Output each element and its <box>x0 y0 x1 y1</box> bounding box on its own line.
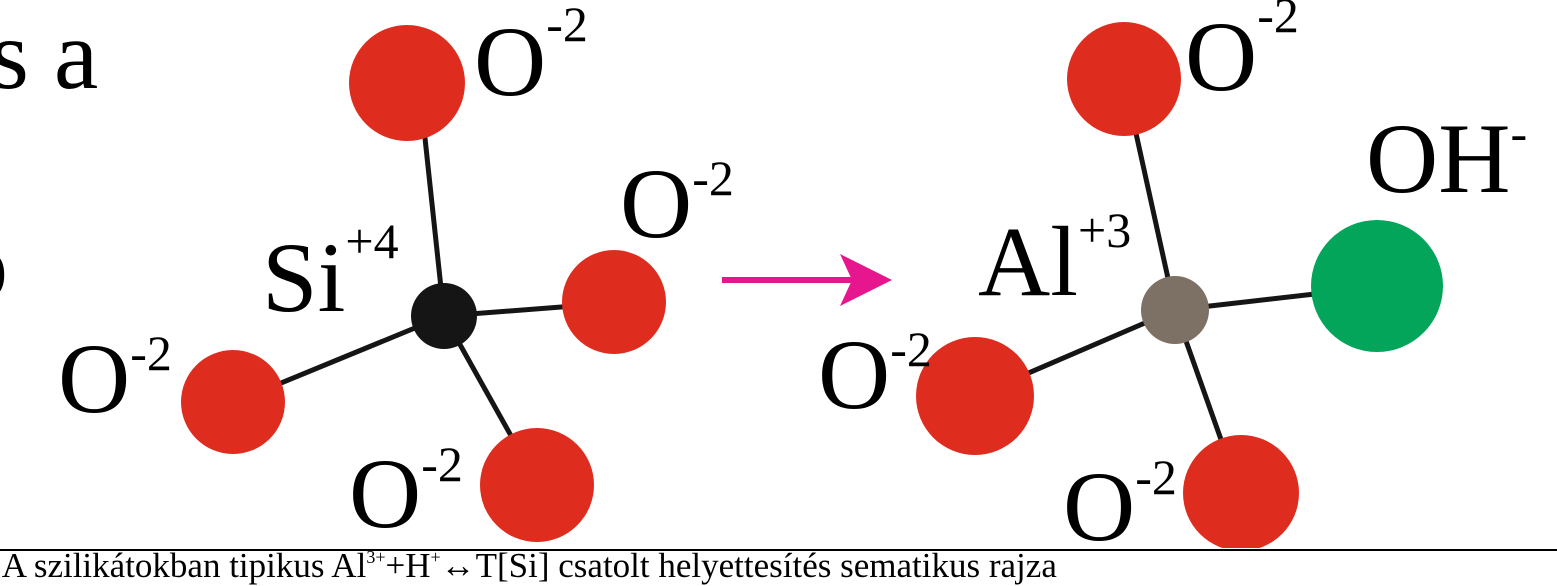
reaction-arrow <box>722 254 892 306</box>
oxygen-label-bottom: O-2 <box>1063 449 1177 548</box>
oxygen-atom-left <box>916 337 1034 455</box>
aluminium-label: Al+3 <box>978 202 1131 317</box>
caption-mid: +H <box>385 546 431 585</box>
oxygen-atom-top <box>1067 22 1181 136</box>
left-text-fragment-top: s a <box>0 0 98 110</box>
silicon-label: Si+4 <box>262 213 399 333</box>
oxygen-label-right: O-2 <box>620 148 734 259</box>
oxygen-atom-bottom <box>1183 435 1299 548</box>
silicon-atom <box>411 283 477 349</box>
oxygen-label-left: O-2 <box>818 319 932 430</box>
left-text-fragment-bottom: o <box>0 209 8 320</box>
hydroxyl-label: OH- <box>1366 103 1527 214</box>
caption-divider <box>0 549 1557 551</box>
oxygen-label-bottom: O-2 <box>349 436 463 548</box>
figure-caption: ra: A szilikátokban tipikus Al3++H+↔T[Si… <box>0 546 1057 586</box>
caption-h-charge: + <box>430 547 441 567</box>
aluminium-tetrahedron: O-2 OH- Al+3 O-2 O-2 <box>818 0 1527 548</box>
oxygen-atom-left <box>181 350 285 454</box>
oxygen-label-top: O-2 <box>474 0 588 117</box>
oxygen-label-left: O-2 <box>58 323 172 434</box>
silicate-tetrahedron: O-2 O-2 Si+4 O-2 O-2 <box>58 0 734 548</box>
hydroxyl-atom <box>1311 220 1443 352</box>
caption-lead: ra: A szilikátokban tipikus Al <box>0 546 367 585</box>
substitution-diagram: s a o O-2 O-2 Si+4 O-2 O-2 <box>0 0 1527 548</box>
aluminium-atom <box>1141 276 1209 344</box>
oxygen-atom-right <box>562 250 666 354</box>
oxygen-atom-top <box>349 25 465 141</box>
oxygen-atom-bottom <box>480 428 594 542</box>
caption-tail: ↔T[Si] csatolt helyettesítés sematikus r… <box>440 546 1057 585</box>
arrow-head <box>840 254 892 306</box>
oxygen-label-top: O-2 <box>1185 0 1299 112</box>
caption-al-charge: 3+ <box>366 547 386 567</box>
